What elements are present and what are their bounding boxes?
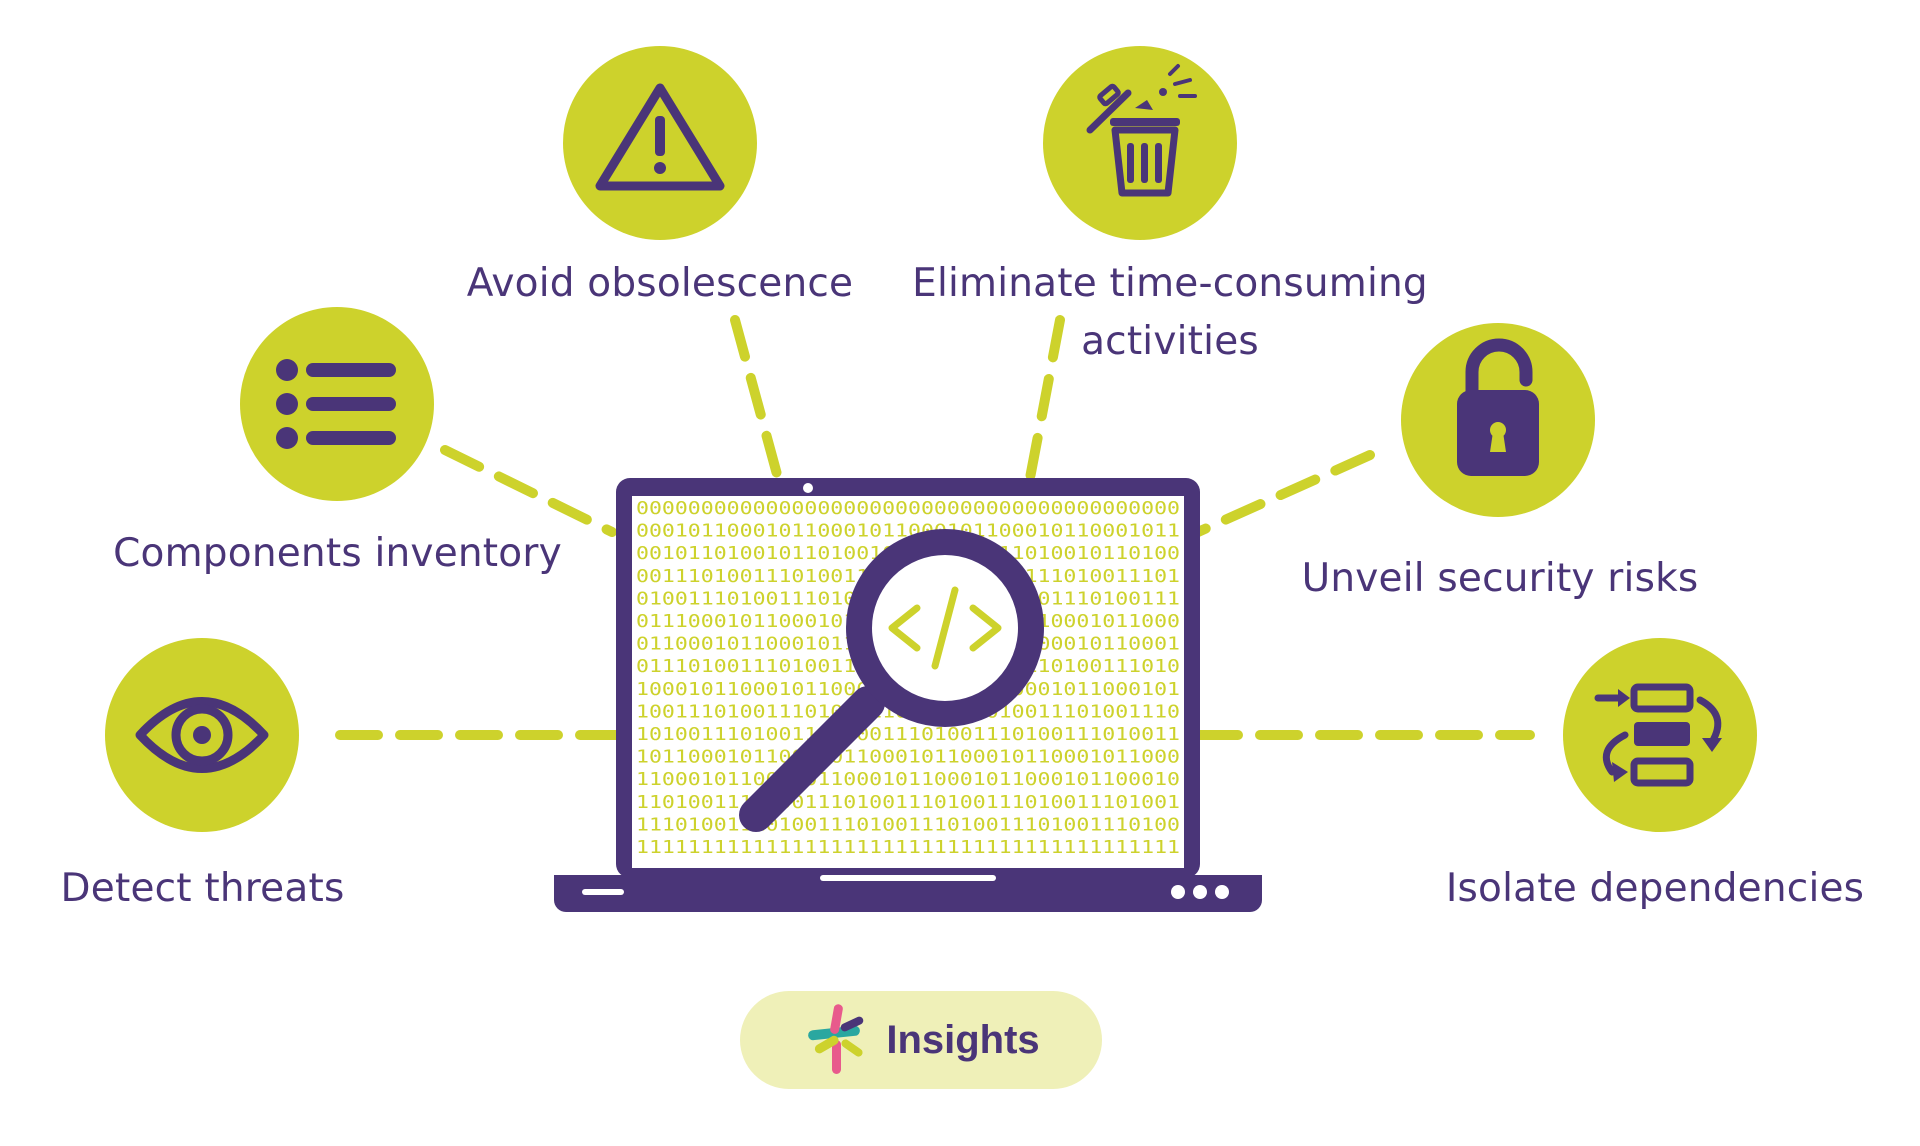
feature-label-components-inventory: Components inventory xyxy=(110,525,565,583)
feature-label-line: Components inventory xyxy=(113,531,562,576)
feature-label-avoid-obsolescence: Avoid obsolescence xyxy=(460,255,860,313)
feature-label-line: Avoid obsolescence xyxy=(466,261,854,306)
binary-row: 1011000101100010110001011000101100010110… xyxy=(636,747,1180,768)
insights-badge: Insights xyxy=(740,991,1102,1089)
feature-circle-eliminate-activities xyxy=(1043,46,1237,240)
feature-label-line: activities xyxy=(1081,319,1259,364)
dependencies-icon xyxy=(1594,683,1722,787)
feature-label-detect-threats: Detect threats xyxy=(50,860,355,918)
binary-row: 1100010110001011000101100010110001011000… xyxy=(636,769,1180,790)
feature-label-line: Unveil security risks xyxy=(1301,556,1699,601)
feature-label-eliminate-activities: Eliminate time-consuming activities xyxy=(900,255,1440,371)
feature-label-line: Detect threats xyxy=(60,866,345,911)
binary-row: 1110100111010011101001110100111010011101… xyxy=(636,814,1180,835)
feature-label-line: Isolate dependencies xyxy=(1445,866,1865,911)
binary-row: 0001011000101100010110001011000101100010… xyxy=(636,521,1180,542)
binary-row: 0000000000000000000000000000000000000000… xyxy=(636,498,1180,519)
insights-brand-name: Insights xyxy=(886,1017,1040,1062)
binary-row: 1111111111111111111111111111111111111111… xyxy=(636,837,1180,858)
binary-row: 1101001110100111010011101001110100111010… xyxy=(636,792,1180,813)
feature-label-unveil-security: Unveil security risks xyxy=(1300,550,1700,608)
insights-logo-icon xyxy=(808,1004,864,1074)
connector-avoid-obsolescence xyxy=(730,315,783,483)
feature-label-line: Eliminate time-consuming xyxy=(912,261,1428,306)
connector-unveil-security xyxy=(1193,450,1375,537)
warning-icon xyxy=(595,83,725,191)
connector-components-inventory xyxy=(440,445,617,537)
connector-lines xyxy=(335,315,1535,740)
eye-icon xyxy=(135,697,269,773)
unlock-icon xyxy=(1457,338,1539,476)
list-icon xyxy=(276,359,396,449)
magnifier-code-icon xyxy=(739,529,1044,832)
connector-eliminate-activities xyxy=(1025,315,1065,483)
feature-label-isolate-dependencies: Isolate dependencies xyxy=(1445,860,1865,918)
binary-row: 1010011101001110100111010011101001110100… xyxy=(636,724,1180,745)
trash-icon xyxy=(1086,64,1197,197)
